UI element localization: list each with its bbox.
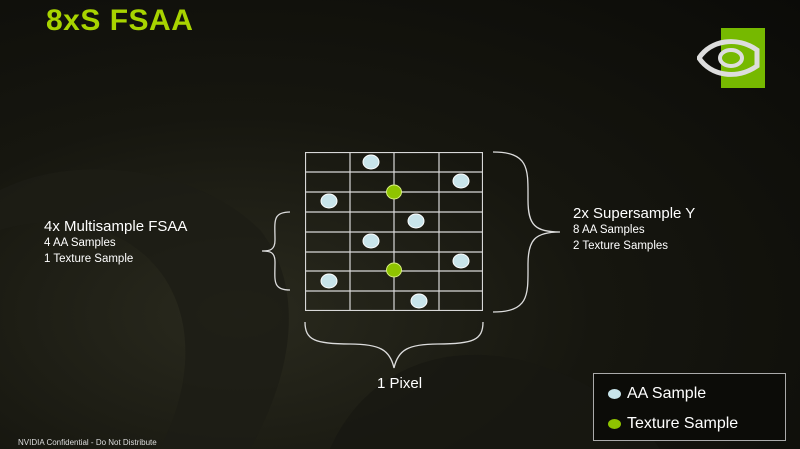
slide-title: 8xS FSAA [46,4,194,37]
left-label-heading: 4x Multisample FSAA [44,218,188,235]
aa-sample-dot [362,233,380,249]
right-brace [492,151,561,313]
legend-item-texture: Texture Sample [608,415,738,433]
aa-sample-dot [362,154,380,170]
confidential-footer: NVIDIA Confidential - Do Not Distribute [18,438,157,447]
legend: AA Sample Texture Sample [593,373,786,441]
right-label-line: 2 Texture Samples [573,240,669,252]
left-label-line: 4 AA Samples [44,237,116,249]
aa-sample-dot [320,193,338,209]
aa-sample-dot [410,293,428,309]
pixel-sample-grid [305,152,483,311]
right-label-line: 8 AA Samples [573,224,645,236]
aa-sample-dot [452,173,470,189]
left-label-line: 1 Texture Sample [44,253,134,265]
texture-sample-dot [386,184,402,200]
legend-label: Texture Sample [627,415,739,432]
legend-label: AA Sample [627,385,707,402]
left-brace [261,211,291,291]
aa-sample-swatch-icon [608,389,621,399]
left-label: 4x Multisample FSAA 4 AA Samples 1 Textu… [44,218,187,267]
bottom-brace [304,321,484,369]
texture-sample-dot [386,262,402,278]
aa-sample-dot [407,213,425,229]
pixel-label: 1 Pixel [377,375,423,392]
aa-sample-dot [320,273,338,289]
texture-sample-swatch-icon [608,419,621,429]
legend-item-aa: AA Sample [608,385,706,403]
aa-sample-dot [452,253,470,269]
nvidia-logo-icon [697,28,765,88]
right-label: 2x Supersample Y 8 AA Samples 2 Texture … [573,205,695,254]
right-label-heading: 2x Supersample Y [573,205,696,222]
